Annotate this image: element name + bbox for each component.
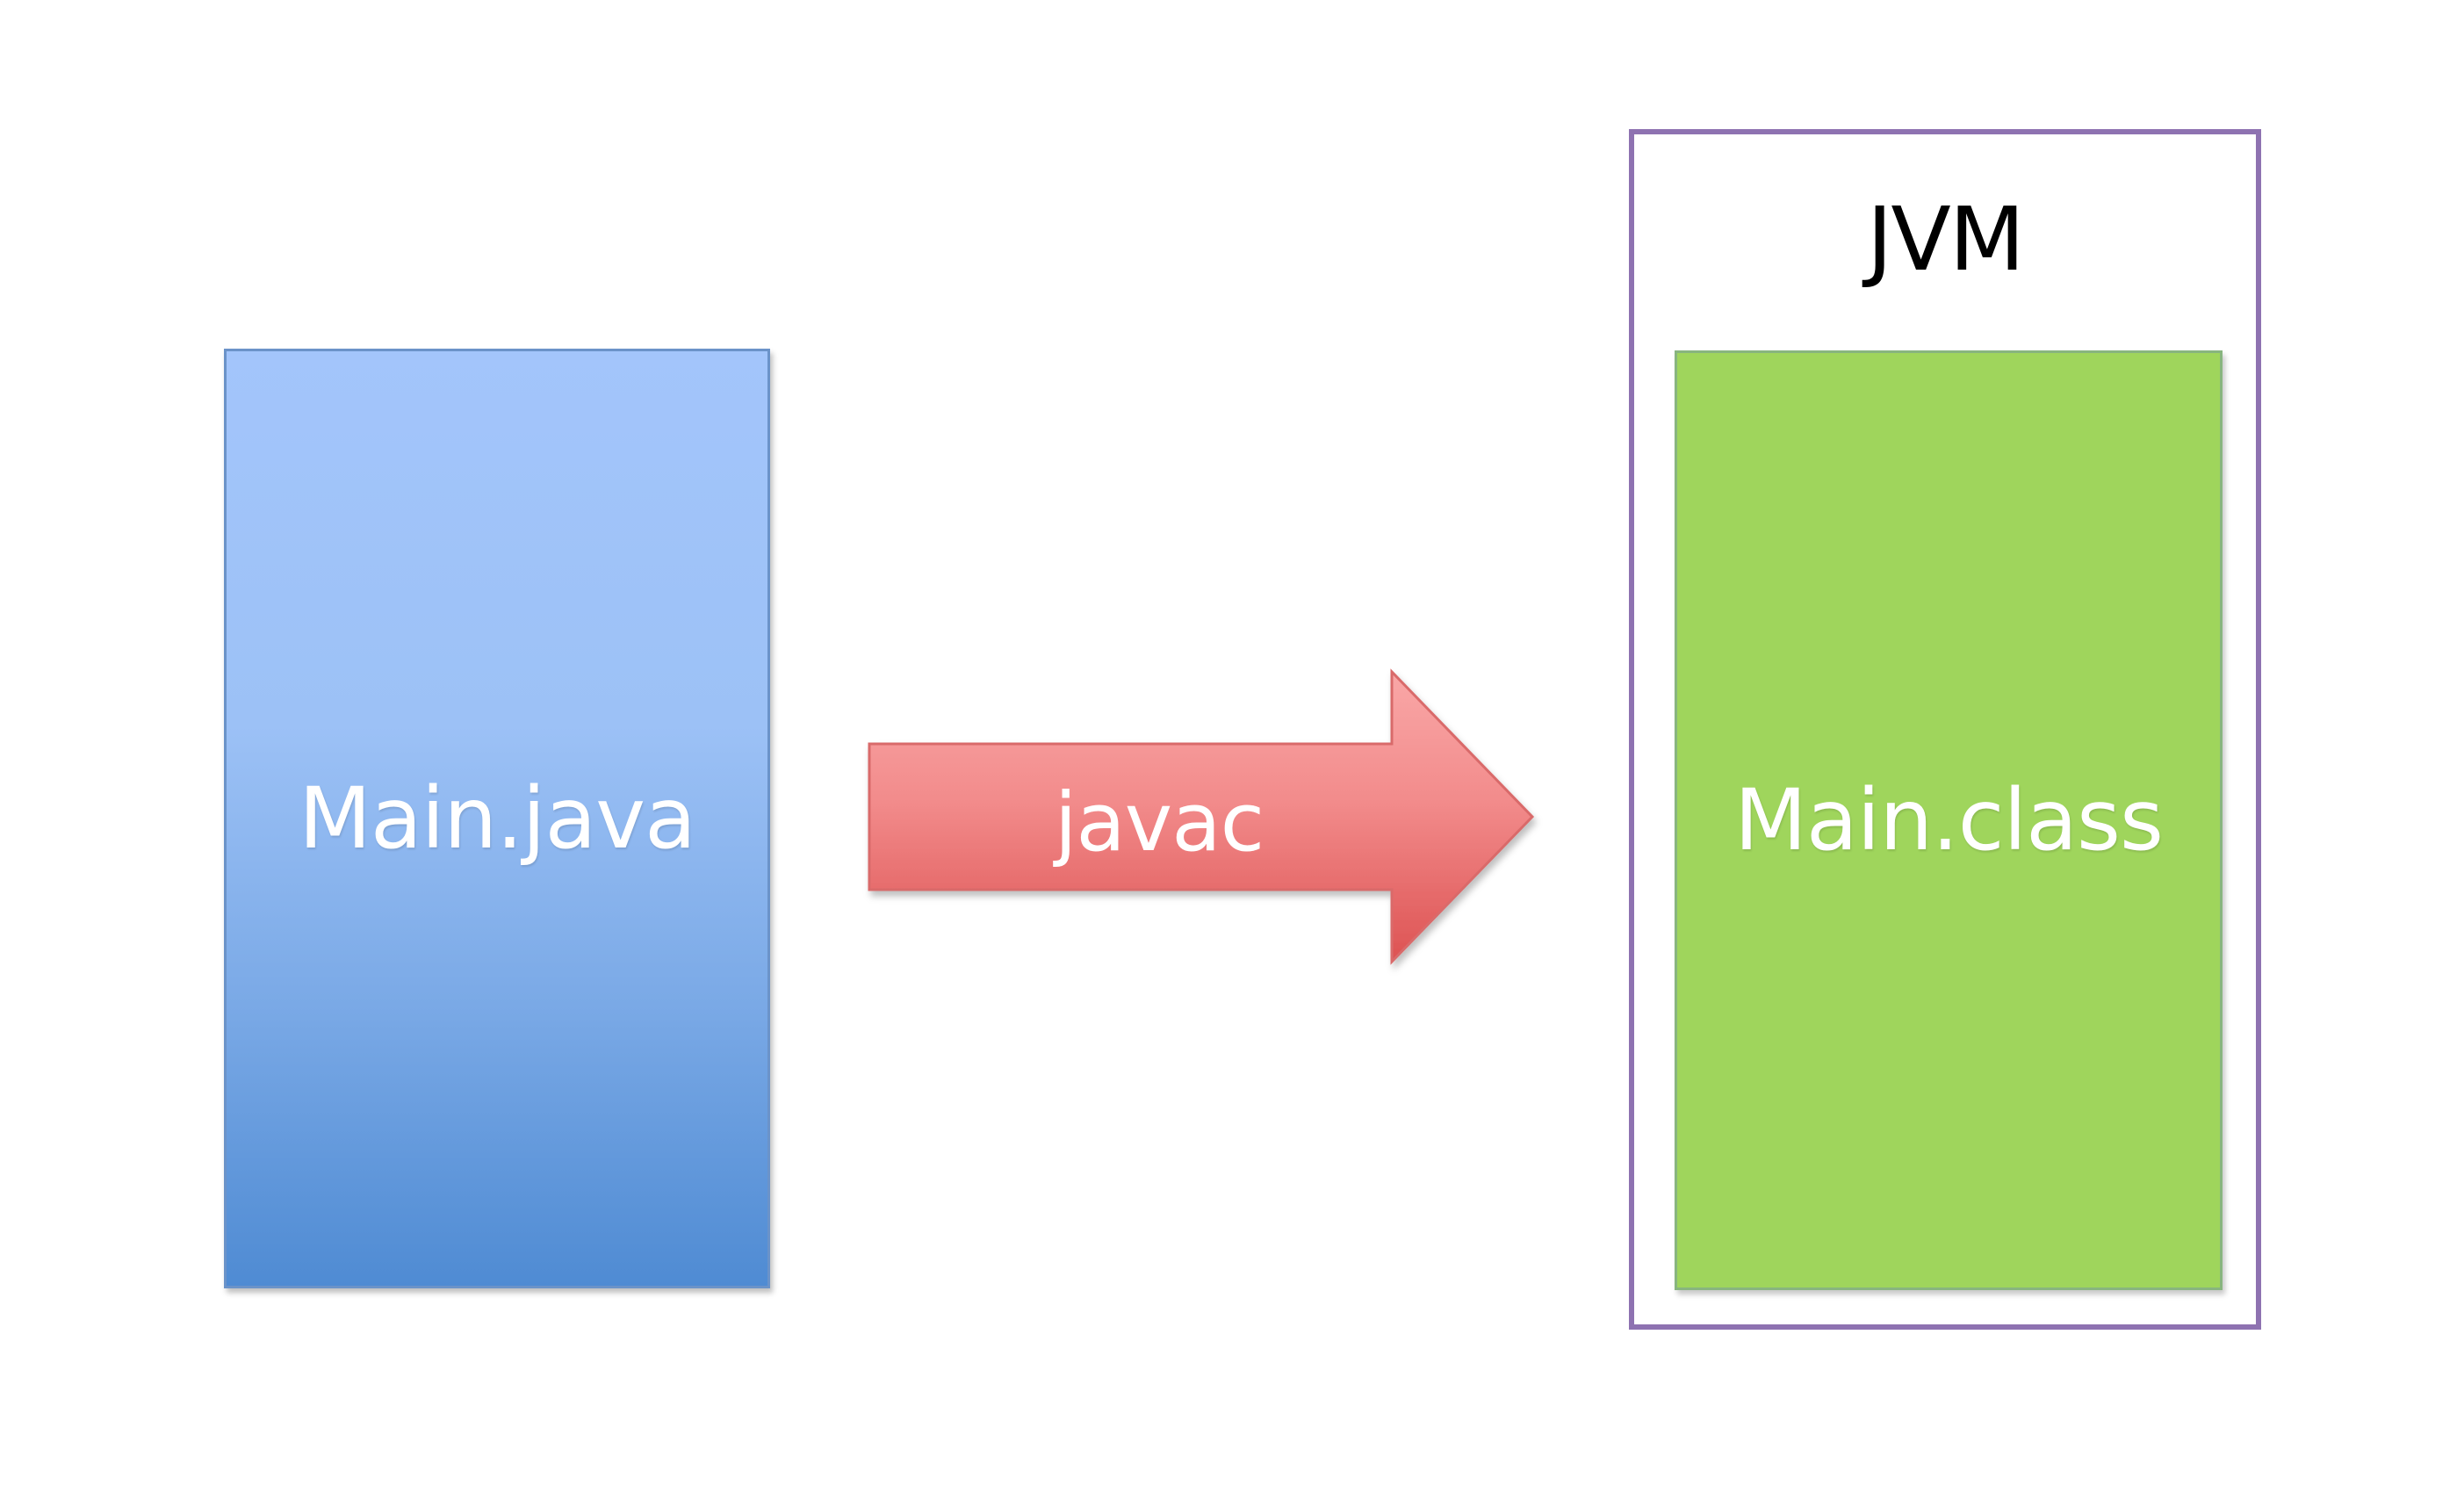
jvm-container: JVM Main.class (1629, 129, 2261, 1330)
jvm-title: JVM (1866, 188, 2025, 291)
right-arrow-icon (868, 668, 1535, 965)
compile-arrow-label: javac (1054, 775, 1264, 869)
compile-arrow: javac (868, 668, 1554, 966)
class-file-box: Main.class (1675, 350, 2223, 1290)
class-file-label: Main.class (1734, 771, 2164, 869)
source-file-box: Main.java (224, 349, 770, 1288)
source-file-label: Main.java (299, 769, 696, 868)
